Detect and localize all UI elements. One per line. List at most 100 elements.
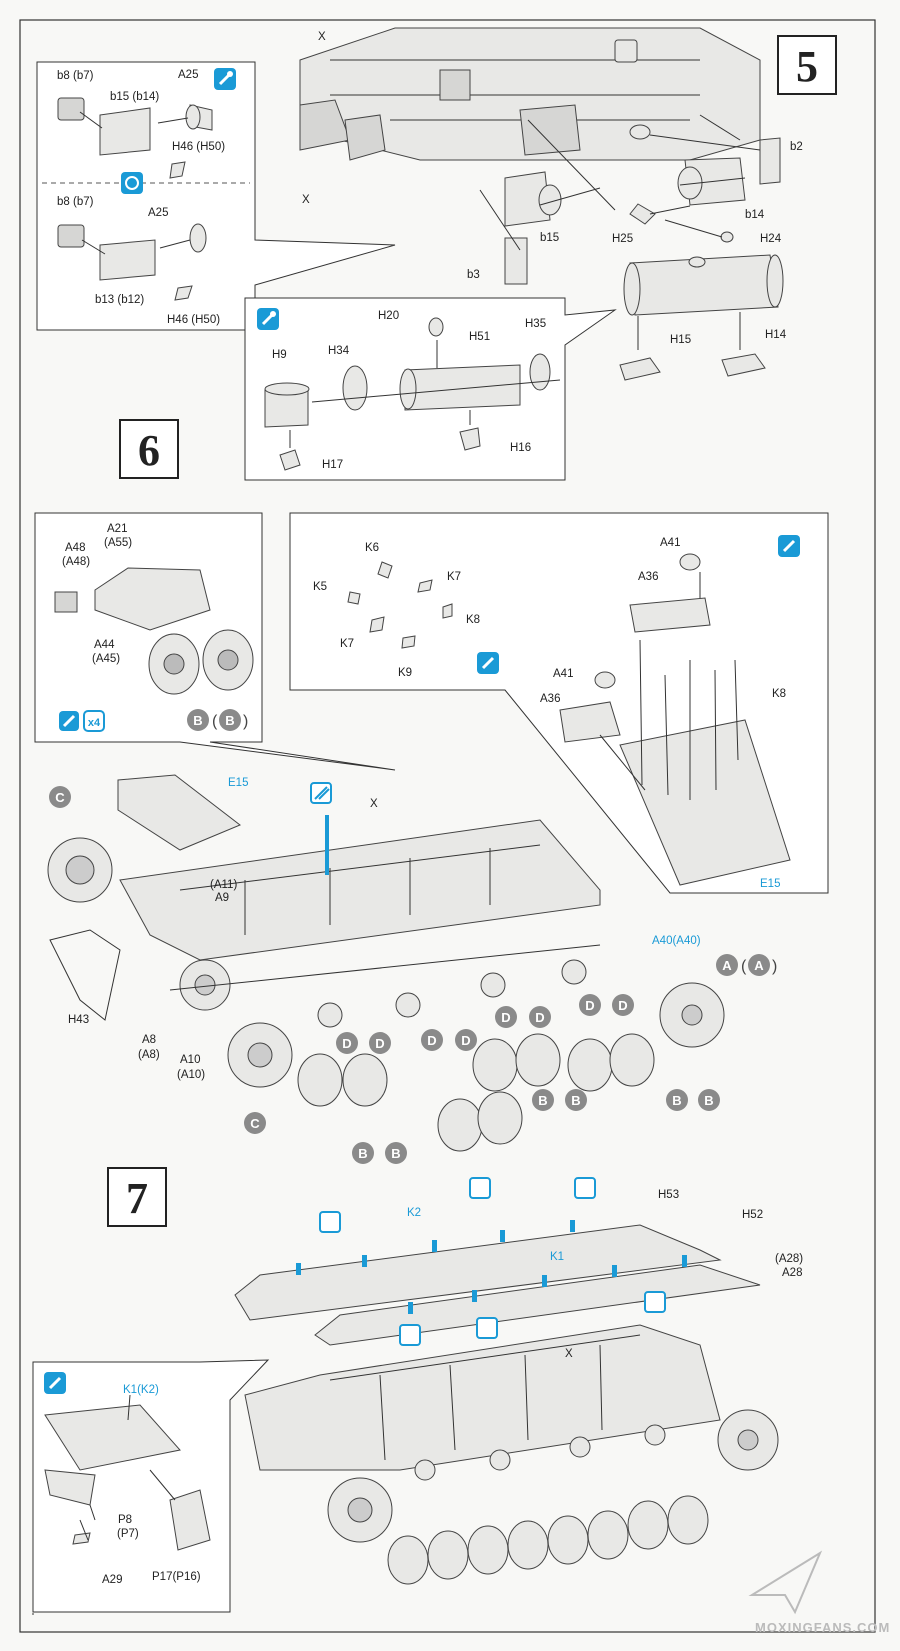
svg-text:A: A <box>754 958 764 973</box>
glue-icon <box>44 1372 66 1394</box>
step6-hull: E15 X C (A11) A9 H43 A8 (A8) A10 (A10) A… <box>47 774 777 1164</box>
svg-text:K7: K7 <box>340 638 354 650</box>
svg-text:B: B <box>193 713 202 728</box>
svg-text:H9: H9 <box>272 349 287 361</box>
svg-text:A41: A41 <box>553 668 573 680</box>
glue-icon <box>778 535 800 557</box>
svg-text:C: C <box>55 790 65 805</box>
svg-text:H46 (H50): H46 (H50) <box>167 314 220 326</box>
svg-text:X: X <box>370 798 378 810</box>
svg-text:B: B <box>672 1093 681 1108</box>
step-7-number: 7 <box>107 1167 167 1227</box>
label-b-circles: B B B B B B <box>352 1089 720 1164</box>
svg-text:B: B <box>538 1093 547 1108</box>
step7-fenders: K2 K1 H53 H52 (A28) A28 <box>234 1177 803 1346</box>
svg-text:b13 (b12): b13 (b12) <box>95 294 144 306</box>
svg-text:D: D <box>461 1033 470 1048</box>
svg-text:A25: A25 <box>178 69 198 81</box>
svg-text:b15: b15 <box>540 232 559 244</box>
step5-hull-rear: X X b2 b14 b15 H25 H24 b3 H15 H14 <box>299 27 803 381</box>
svg-text:D: D <box>501 1010 510 1025</box>
blue-rod <box>325 815 329 875</box>
svg-text:X: X <box>302 194 310 206</box>
step-6-number: 6 <box>119 419 179 479</box>
svg-text:K8: K8 <box>772 688 786 700</box>
svg-text:MOXINGFANS.COM: MOXINGFANS.COM <box>755 1620 890 1635</box>
paint-icon <box>310 782 332 804</box>
step6-inset-plate: K6 K5 K7 K8 K7 K9 A41 A36 A41 A36 K8 E15 <box>289 512 829 894</box>
svg-text:H15: H15 <box>670 334 691 346</box>
svg-text:(A8): (A8) <box>138 1049 160 1061</box>
step-5-number: 5 <box>777 35 837 95</box>
paint-icon <box>319 1177 666 1346</box>
svg-text:B: B <box>571 1093 580 1108</box>
svg-text:A29: A29 <box>102 1574 122 1586</box>
svg-text:K1(K2): K1(K2) <box>123 1384 159 1396</box>
svg-text:H51: H51 <box>469 331 490 343</box>
svg-text:X: X <box>565 1348 573 1360</box>
svg-text:H52: H52 <box>742 1209 763 1221</box>
svg-text:A40(A40): A40(A40) <box>652 935 701 947</box>
svg-text:A8: A8 <box>142 1034 156 1046</box>
watermark: MOXINGFANS.COM <box>748 1550 890 1635</box>
glue-icon <box>214 68 236 90</box>
svg-text:K8: K8 <box>466 614 480 626</box>
svg-text:A44: A44 <box>94 639 115 651</box>
svg-text:(A11): (A11) <box>210 879 237 891</box>
svg-text:D: D <box>342 1036 351 1051</box>
svg-text:H16: H16 <box>510 442 531 454</box>
svg-text:(: ( <box>212 713 218 730</box>
svg-text:K2: K2 <box>407 1207 421 1219</box>
svg-text:): ) <box>772 958 777 975</box>
flip-icon <box>121 172 143 194</box>
svg-text:H25: H25 <box>612 233 633 245</box>
svg-text:D: D <box>585 998 594 1013</box>
svg-text:K7: K7 <box>447 571 461 583</box>
svg-text:b8 (b7): b8 (b7) <box>57 70 94 82</box>
svg-text:(: ( <box>741 958 747 975</box>
svg-text:): ) <box>243 713 248 730</box>
svg-text:B: B <box>391 1146 400 1161</box>
step6-inset-wheels: A21 (A55) A48 (A48) A44 (A45) x4 B ( B ) <box>34 512 396 771</box>
svg-text:6: 6 <box>138 426 160 475</box>
svg-text:H24: H24 <box>760 233 782 245</box>
svg-text:b3: b3 <box>467 269 480 281</box>
svg-text:x4: x4 <box>88 717 101 729</box>
svg-text:7: 7 <box>126 1174 148 1223</box>
svg-text:(A28): (A28) <box>775 1253 803 1265</box>
svg-text:H46 (H50): H46 (H50) <box>172 141 225 153</box>
svg-text:A10: A10 <box>180 1054 200 1066</box>
svg-text:(P7): (P7) <box>117 1528 139 1540</box>
svg-text:H17: H17 <box>322 459 343 471</box>
svg-text:C: C <box>250 1116 260 1131</box>
svg-text:A25: A25 <box>148 207 168 219</box>
svg-text:H20: H20 <box>378 310 399 322</box>
glue-icon <box>59 711 79 731</box>
glue-icon <box>477 652 499 674</box>
svg-text:(A10): (A10) <box>177 1069 205 1081</box>
step7-inset-items: K1(K2) P8 (P7) P17(P16) A29 <box>44 1372 211 1586</box>
svg-text:A9: A9 <box>215 892 229 904</box>
svg-text:A21: A21 <box>107 523 127 535</box>
repeat-x4-icon: x4 <box>83 710 105 732</box>
svg-text:H35: H35 <box>525 318 546 330</box>
svg-text:A36: A36 <box>540 693 560 705</box>
svg-text:b14: b14 <box>745 209 765 221</box>
step7-hull: X <box>244 1324 779 1585</box>
svg-text:D: D <box>535 1010 544 1025</box>
svg-text:b8 (b7): b8 (b7) <box>57 196 94 208</box>
svg-text:E15: E15 <box>760 878 780 890</box>
svg-text:D: D <box>427 1033 436 1048</box>
svg-text:b2: b2 <box>790 141 803 153</box>
glue-icon <box>257 308 279 330</box>
svg-text:H14: H14 <box>765 329 787 341</box>
label-d-circles: D D D D D D D D <box>336 994 634 1054</box>
step5-inset-hinge: b8 (b7) b15 (b14) A25 H46 (H50) b8 (b7) … <box>36 61 396 331</box>
svg-text:H43: H43 <box>68 1014 89 1026</box>
svg-text:D: D <box>618 998 627 1013</box>
svg-text:b15 (b14): b15 (b14) <box>110 91 159 103</box>
svg-text:X: X <box>318 31 326 43</box>
svg-text:A28: A28 <box>782 1267 802 1279</box>
svg-text:(A45): (A45) <box>92 653 120 665</box>
